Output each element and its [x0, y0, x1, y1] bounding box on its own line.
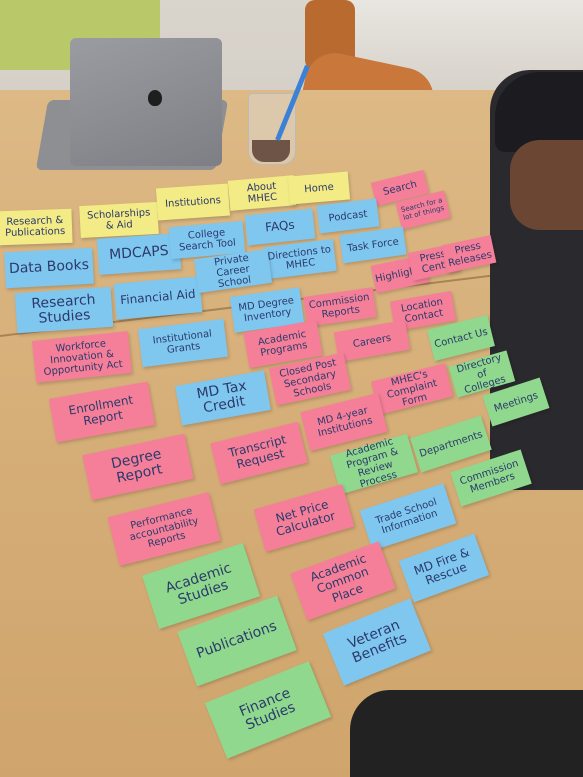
cup-drink [252, 140, 290, 162]
card-research-publications[interactable]: Research & Publications [0, 208, 73, 246]
card-financial-aid[interactable]: Financial Aid [113, 276, 203, 320]
card-mdcaps[interactable]: MDCAPS [96, 233, 182, 275]
card-data-books[interactable]: Data Books [4, 247, 94, 289]
card-home[interactable]: Home [287, 171, 351, 205]
card-research-studies[interactable]: Research Studies [14, 286, 114, 334]
laptop-lid [70, 38, 222, 166]
beanie [495, 72, 583, 152]
card-about-mhec[interactable]: About MHEC [227, 175, 297, 211]
card-scholarships-aid[interactable]: Scholarships & Aid [79, 201, 159, 239]
person-face [510, 140, 583, 230]
card-institutions[interactable]: Institutions [155, 183, 231, 221]
apple-logo-icon [148, 90, 162, 106]
person-bottom-right [350, 690, 583, 777]
